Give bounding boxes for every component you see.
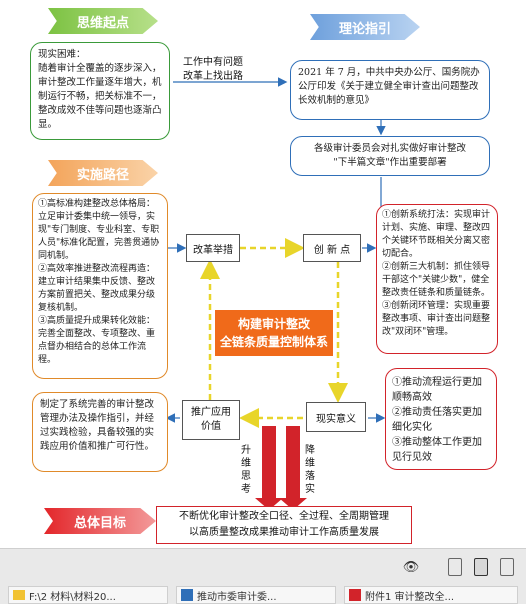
reform-measures-box: ①高标准构建整改总体格局：立足审计委集中统一领导，实现"专门制度、专业科室、专职…: [32, 193, 168, 379]
multi-page-icon[interactable]: [500, 558, 514, 576]
taskbar-item-pdf[interactable]: 附件1 审计整改全...: [344, 586, 518, 604]
node-practical-meaning: 现实意义: [306, 402, 366, 432]
pdf-icon: [349, 589, 361, 601]
arrow-upgrade-red: [255, 426, 283, 510]
node-reform: 改革举措: [186, 234, 240, 262]
label-downgrade-implement: 降维落实: [305, 445, 315, 495]
page-view-icon[interactable]: [448, 558, 462, 576]
taskbar-item-doc[interactable]: 推动市委审计委...: [176, 586, 336, 604]
tag-path: 实施路径: [48, 160, 158, 186]
label-upgrade-thinking: 升维思考: [241, 445, 251, 495]
reality-difficulty-box: 现实困难： 随着审计全覆盖的逐步深入，审计整改工作量逐年增大，机制运行不畅，把关…: [30, 42, 170, 140]
connectors: [165, 77, 386, 510]
taskbar-item-folder[interactable]: F:\2 材料\材料20...: [8, 586, 168, 604]
goal-box: 不断优化审计整改全口径、全过程、全周期管理 以高质量整改成果推动审计工作高质量发…: [156, 506, 412, 544]
taskbar-item-label: F:\2 材料\材料20...: [29, 591, 116, 603]
taskbar-item-label: 附件1 审计整改全...: [365, 591, 455, 603]
arrow-downgrade-red: [279, 426, 307, 510]
policy-box: 2021 年 7 月，中共中央办公厅、国务院办公厅印发《关于建立健全审计查出问题…: [290, 60, 490, 120]
taskbar-item-label: 推动市委审计委...: [197, 591, 277, 603]
folder-icon: [13, 590, 25, 600]
node-promote-value: 推广应用 价值: [182, 400, 240, 440]
arrow-label: 工作中有问题 改革上找出路: [183, 57, 243, 82]
center-system-box: 构建审计整改 全链条质量控制体系: [215, 310, 333, 356]
promote-value-box: 制定了系统完善的审计整改管理办法及操作指引，并经过实践检验，具备较强的实践应用价…: [32, 392, 168, 472]
tag-goal: 总体目标: [44, 508, 156, 534]
committee-box: 各级审计委员会对扎实做好审计整改 "下半篇文章"作出重要部署: [290, 136, 490, 176]
document-icon: [181, 589, 193, 601]
node-innovation: 创 新 点: [303, 234, 361, 262]
tag-start: 思维起点: [48, 8, 158, 34]
practical-list-box: ①推动流程运行更加顺畅高效 ②推动责任落实更加细化实化 ③推动整体工作更加见行见…: [385, 368, 497, 470]
eye-icon[interactable]: 👁: [402, 560, 420, 575]
innovations-box: ①创新系统打法：实现审计计划、实施、审理、整改四个关键环节既相关分离又密切配合。…: [376, 204, 498, 354]
single-page-icon[interactable]: [474, 558, 488, 576]
tag-theory: 理论指引: [310, 14, 420, 40]
